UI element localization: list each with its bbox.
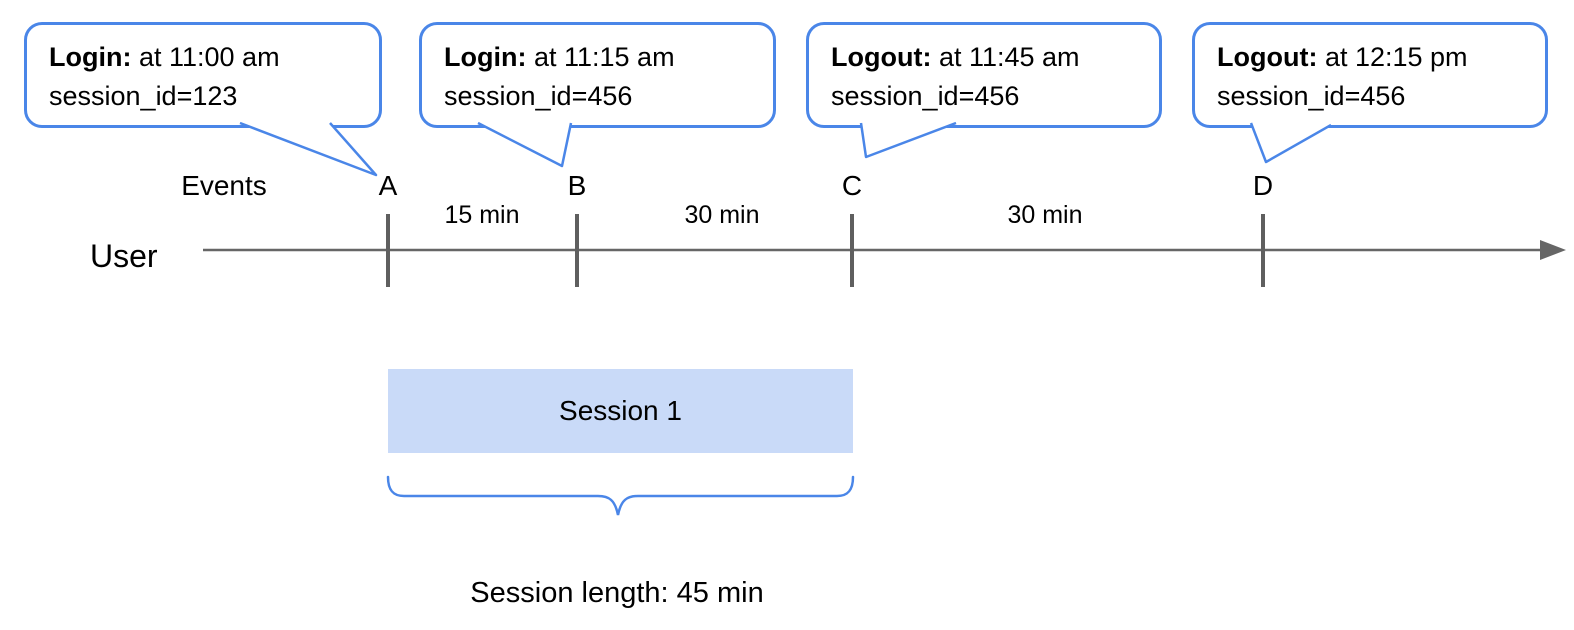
callout-tail-a	[239, 121, 378, 177]
interval-label-ab: 15 min	[444, 201, 520, 229]
event-time: at 12:15 pm	[1317, 42, 1468, 72]
callout-session-id: session_id=456	[1217, 81, 1406, 111]
session-box-label: Session 1	[559, 395, 682, 426]
event-time: at 11:15 am	[526, 42, 675, 72]
event-type-label: Login:	[444, 42, 527, 72]
event-type-label: Login:	[49, 42, 132, 72]
tick-label-a: A	[378, 170, 398, 201]
callout-session-id: session_id=456	[444, 81, 633, 111]
callout-tail-d	[1249, 122, 1332, 164]
session-length-label: Session length: 45 min	[470, 577, 764, 609]
tick-label-b: B	[567, 170, 587, 201]
callout-logout-d: Logout: at 12:15 pm session_id=456	[1192, 22, 1548, 128]
user-axis-label: User	[90, 238, 158, 274]
callout-line1: Login: at 11:00 am	[49, 38, 369, 77]
tick-label-c: C	[841, 170, 863, 201]
callout-line1: Logout: at 12:15 pm	[1217, 38, 1535, 77]
interval-label-cd: 30 min	[1007, 201, 1083, 229]
interval-label-bc: 30 min	[684, 201, 760, 229]
callout-line1: Login: at 11:15 am	[444, 38, 763, 77]
callout-logout-c: Logout: at 11:45 am session_id=456	[806, 22, 1162, 128]
session-1-box: Session 1	[388, 369, 853, 453]
event-type-label: Logout:	[831, 42, 932, 72]
callout-session-id: session_id=456	[831, 81, 1020, 111]
session-brace	[386, 475, 855, 516]
callout-login-a: Login: at 11:00 am session_id=123	[24, 22, 382, 128]
event-time: at 11:00 am	[131, 42, 280, 72]
callout-tail-b	[477, 121, 573, 168]
callout-tail-c	[859, 121, 957, 159]
events-axis-label: Events	[181, 170, 267, 201]
callout-session-id: session_id=123	[49, 81, 238, 111]
tick-label-d: D	[1252, 170, 1274, 201]
callout-line1: Logout: at 11:45 am	[831, 38, 1149, 77]
event-type-label: Logout:	[1217, 42, 1318, 72]
event-time: at 11:45 am	[931, 42, 1080, 72]
timeline-arrowhead-icon	[1540, 240, 1566, 260]
callout-login-b: Login: at 11:15 am session_id=456	[419, 22, 776, 128]
